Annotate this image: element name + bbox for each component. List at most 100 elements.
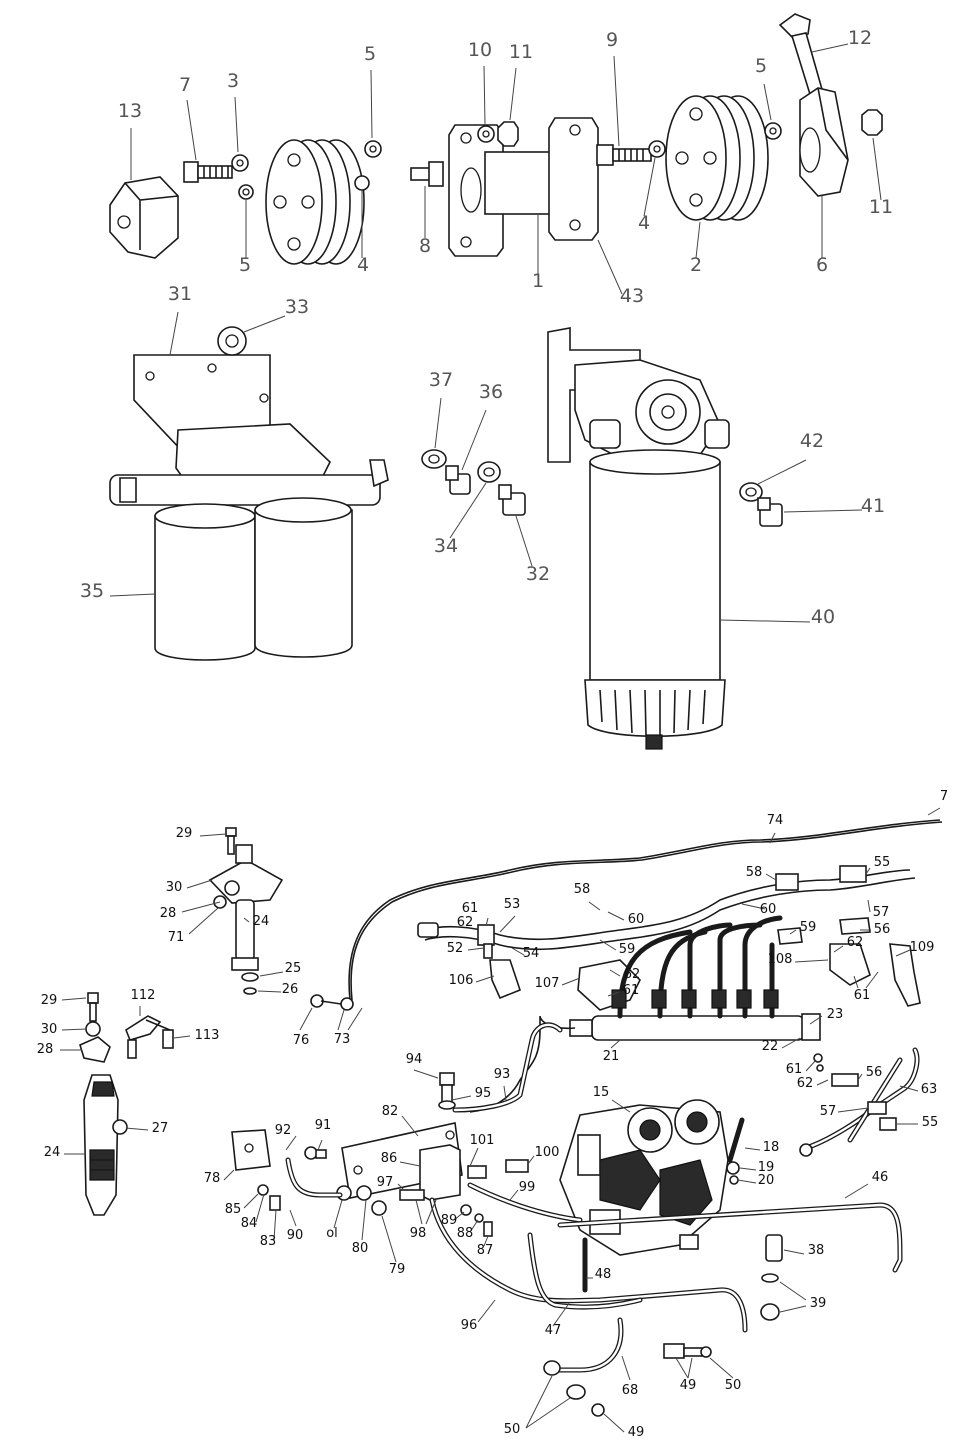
callout-c20: 20 [758, 1173, 775, 1188]
callout-c5c: 5 [239, 254, 251, 276]
callout-c68: 68 [622, 1383, 639, 1398]
callout-c92: 92 [275, 1123, 292, 1138]
callout-c50b: 50 [504, 1422, 521, 1437]
disc-pack-left-part [265, 139, 365, 265]
callout-c85: 85 [225, 1202, 242, 1217]
callout-c35: 35 [80, 580, 104, 602]
leader-lines [60, 43, 941, 1433]
callout-c15: 15 [593, 1085, 610, 1100]
callout-c57a: 57 [873, 905, 890, 920]
callout-c6: 6 [816, 254, 828, 276]
callout-c87: 87 [477, 1243, 494, 1258]
callout-c26: 26 [282, 982, 299, 997]
callout-c43: 43 [620, 285, 644, 307]
callout-c73: 73 [334, 1032, 351, 1047]
callout-c24a: 24 [253, 914, 270, 929]
bolt-small-part [410, 161, 444, 187]
callout-c3: 3 [227, 70, 239, 92]
bolt-long-part [596, 144, 652, 166]
callout-c107: 107 [535, 976, 560, 991]
rail-injection-pipes [611, 915, 783, 1019]
callout-c33: 33 [285, 296, 309, 318]
callout-c22: 22 [762, 1039, 779, 1054]
callout-c30b: 30 [41, 1022, 58, 1037]
callout-c58b: 58 [574, 882, 591, 897]
callout-c112: 112 [131, 988, 156, 1003]
nut-part [861, 109, 883, 136]
filter-fittings [421, 449, 526, 516]
callout-c13: 13 [118, 100, 142, 122]
callout-c50a: 50 [725, 1378, 742, 1393]
callout-c55b: 55 [922, 1115, 939, 1130]
callout-c99: 99 [519, 1180, 536, 1195]
callout-c60a: 60 [628, 912, 645, 927]
coupling-assembly [109, 13, 883, 265]
callout-c34: 34 [434, 535, 458, 557]
callout-c28b: 28 [37, 1042, 54, 1057]
callout-c38: 38 [808, 1243, 825, 1258]
callout-c108: 108 [768, 952, 793, 967]
callout-c5b: 5 [755, 55, 767, 77]
disc-pack-right-part [665, 95, 769, 221]
callout-c89: 89 [441, 1213, 458, 1228]
callout-c93: 93 [494, 1067, 511, 1082]
callout-c27: 27 [152, 1121, 169, 1136]
callout-c56: 56 [874, 922, 891, 937]
callout-c29a: 29 [176, 826, 193, 841]
callout-c18: 18 [763, 1140, 780, 1155]
callout-c80: 80 [352, 1241, 369, 1256]
callout-c113: 113 [195, 1028, 220, 1043]
wiring-harness-74-part [310, 819, 943, 1011]
primary-fuel-filter-assembly [547, 327, 783, 750]
callout-c1: 1 [532, 270, 544, 292]
callout-c94: 94 [406, 1052, 423, 1067]
callout-c39: 39 [810, 1296, 827, 1311]
callout-c109: 109 [910, 940, 935, 955]
callout-c4b: 4 [638, 212, 650, 234]
callout-c29b: 29 [41, 993, 58, 1008]
callout-c63: 63 [921, 1082, 938, 1097]
callout-c61c: 61 [854, 988, 871, 1003]
common-rail-part [469, 915, 821, 1113]
callout-c19: 19 [758, 1160, 775, 1175]
high-pressure-pump-part [559, 1099, 729, 1256]
callout-c62d: 62 [797, 1076, 814, 1091]
callout-c46: 46 [872, 1170, 889, 1185]
injector-upper-assembly [208, 827, 284, 995]
callout-c21: 21 [603, 1049, 620, 1064]
clamp-hub-part [799, 87, 849, 197]
callout-c28a: 28 [160, 906, 177, 921]
callout-c61b: 61 [623, 983, 640, 998]
callout-c82: 82 [382, 1104, 399, 1119]
callout-c76: 76 [293, 1033, 310, 1048]
callout-c91: 91 [315, 1118, 332, 1133]
twin-fuel-filter-assembly [109, 326, 389, 661]
callout-c37: 37 [429, 369, 453, 391]
callout-c11a: 11 [509, 41, 533, 63]
callout-c81: ol [326, 1226, 338, 1241]
callout-c98: 98 [410, 1226, 427, 1241]
callout-c58a: 58 [746, 865, 763, 880]
callout-c11b: 11 [869, 196, 893, 218]
callout-c86: 86 [381, 1151, 398, 1166]
callout-c90: 90 [287, 1228, 304, 1243]
callout-c52: 52 [447, 941, 464, 956]
callout-c31: 31 [168, 283, 192, 305]
callout-c4a: 4 [357, 254, 369, 276]
callout-c36: 36 [479, 381, 503, 403]
fuel-block-and-pipes [231, 1022, 920, 1417]
callout-c106: 106 [449, 973, 474, 988]
callout-c53: 53 [504, 897, 521, 912]
callout-c10: 10 [468, 39, 492, 61]
callout-c12: 12 [848, 27, 872, 49]
callout-c84: 84 [241, 1216, 258, 1231]
callout-c60b: 60 [760, 902, 777, 917]
callout-c24b: 24 [44, 1145, 61, 1160]
callout-c2: 2 [690, 254, 702, 276]
callout-c32: 32 [526, 563, 550, 585]
callout-c78: 78 [204, 1171, 221, 1186]
callout-c55a: 55 [874, 855, 891, 870]
callout-c56b: 56 [866, 1065, 883, 1080]
